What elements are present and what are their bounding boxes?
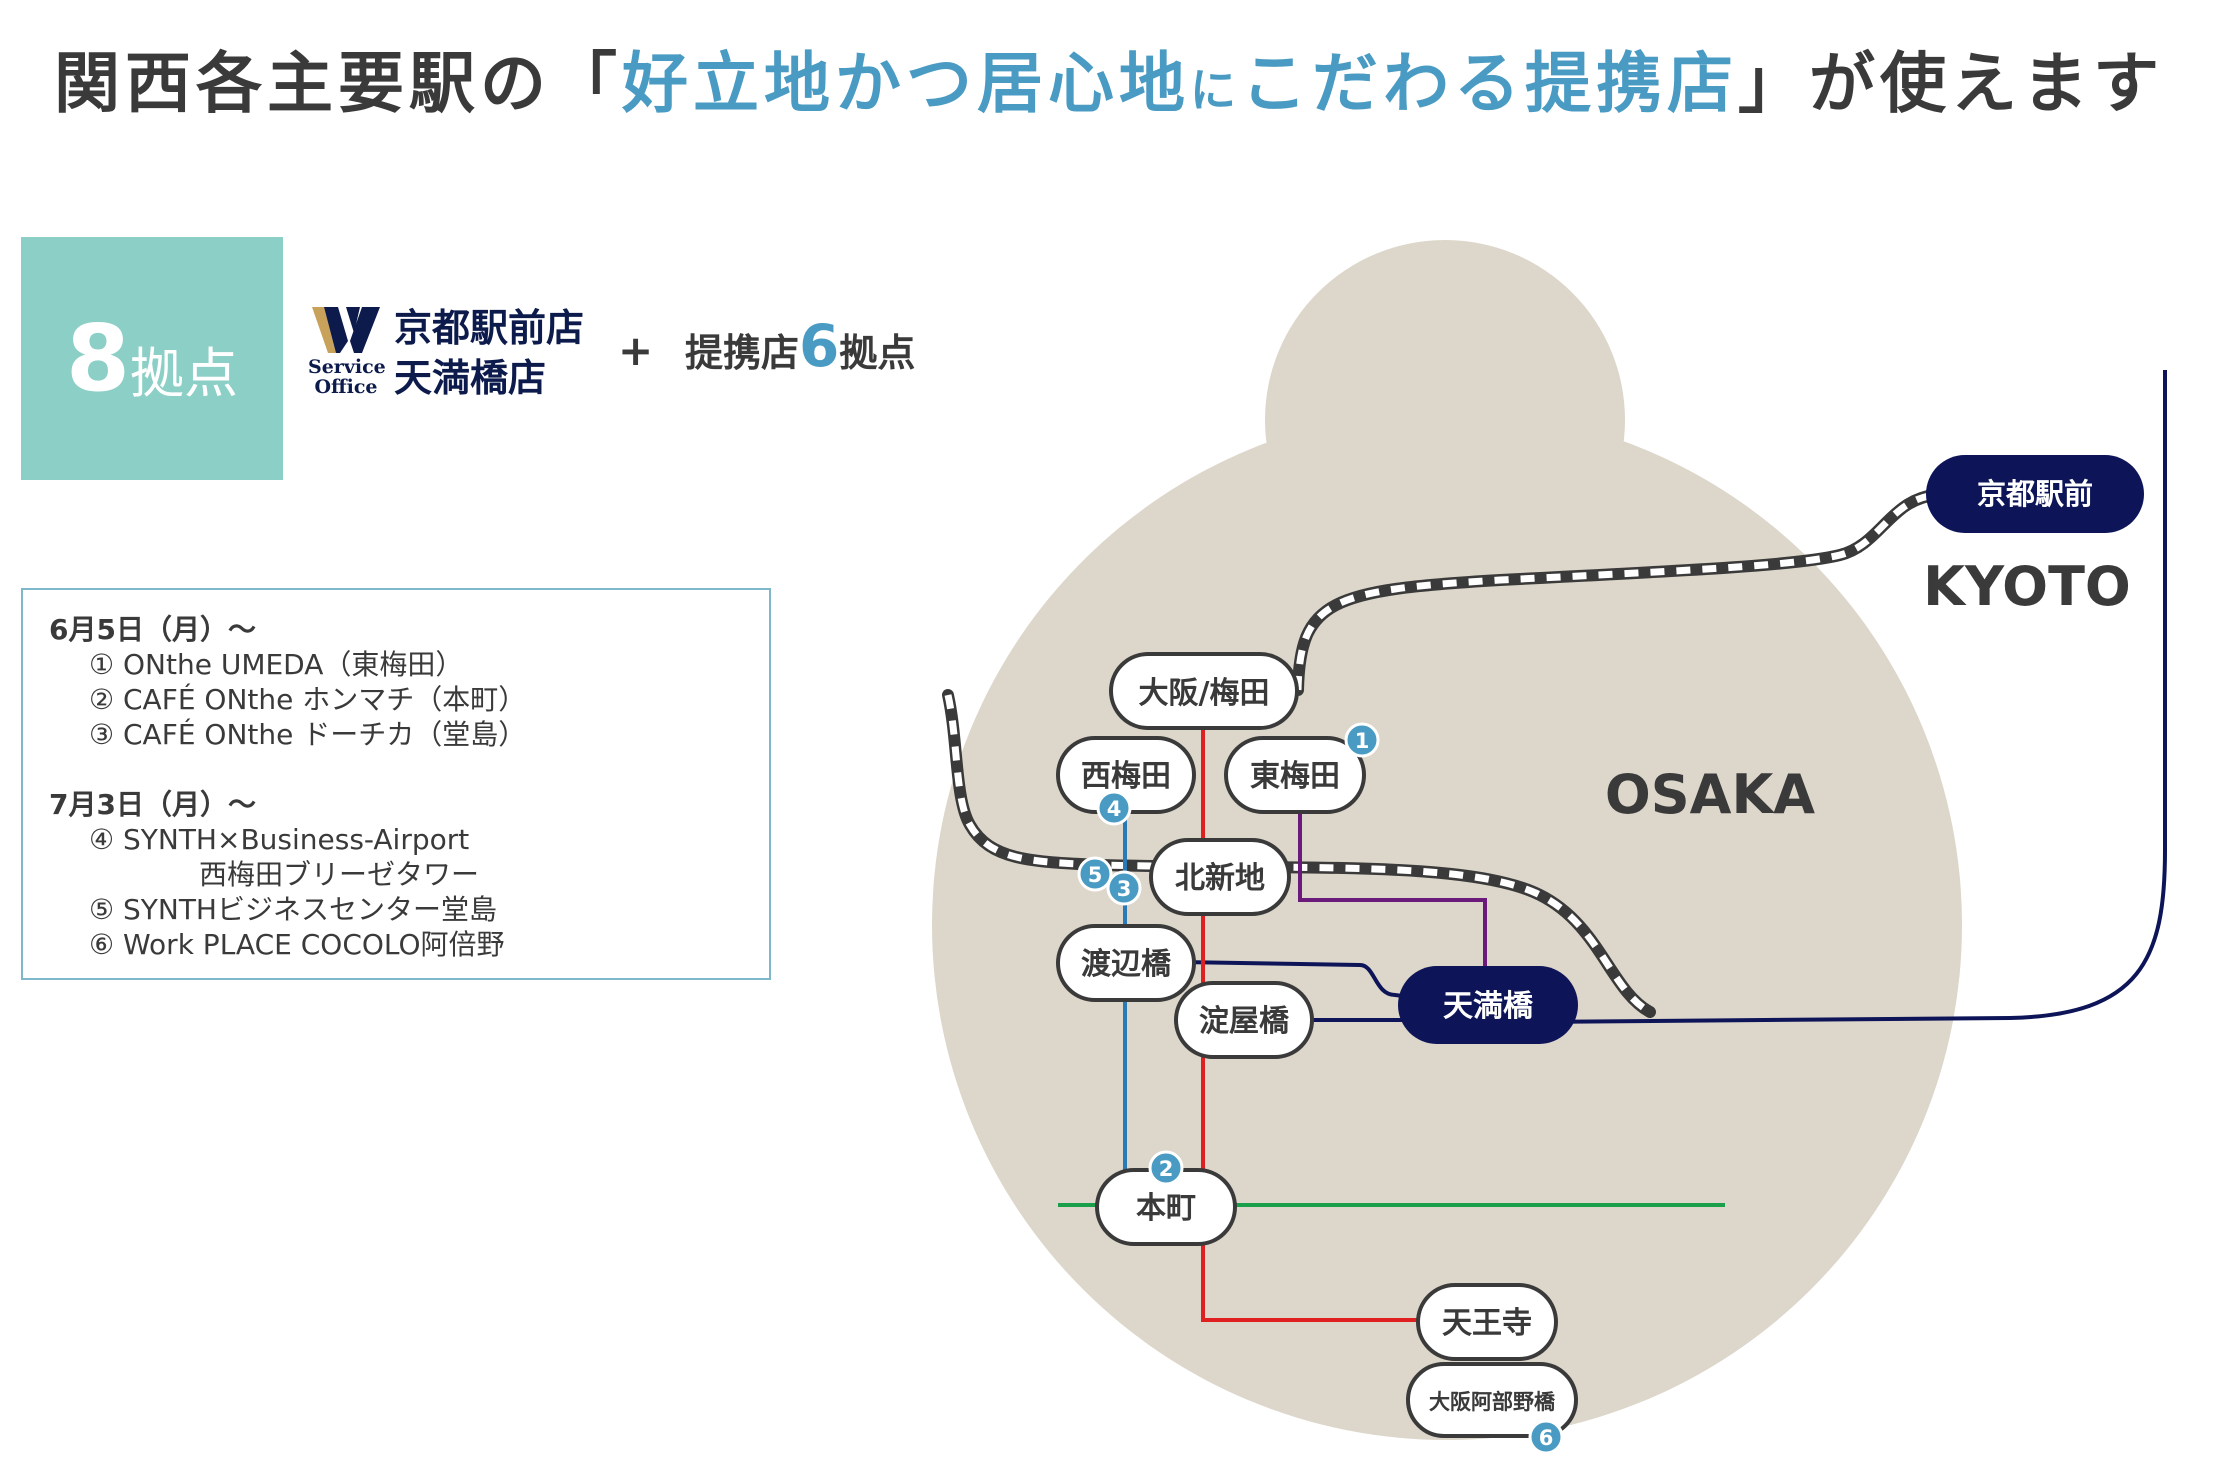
station-osaka-umeda: 大阪/梅田 <box>1109 652 1299 730</box>
station-kitashinchi: 北新地 <box>1149 838 1291 916</box>
partner-count-number: 6 <box>799 312 840 380</box>
partner-schedule-box: 6月5日（月）～ ① ONthe UMEDA（東梅田） ② CAFÉ ONthe… <box>21 588 771 980</box>
branch-kyoto: 京都駅前店 <box>394 306 585 350</box>
kyoto-label: KYOTO <box>1923 555 2131 618</box>
partner-item-1: ① ONthe UMEDA（東梅田） <box>89 648 464 681</box>
partner-count: 提携店6拠点 <box>685 312 915 380</box>
location-count-unit: 拠点 <box>130 342 238 405</box>
marker-2-label: 2 <box>1159 1157 1174 1181</box>
service-office-logo-icon <box>312 307 380 353</box>
station-kitashinchi-label: 北新地 <box>1175 861 1265 896</box>
headline-prefix: 関西各主要駅の「 <box>54 45 622 122</box>
marker-6 <box>1528 1419 1564 1455</box>
service-office-text: Service Office <box>308 356 386 398</box>
partner-suffix: 拠点 <box>839 331 916 375</box>
headline-highlight-particle: に <box>1190 63 1241 117</box>
marker-1-label: 1 <box>1355 729 1370 753</box>
purple-line <box>1298 805 1487 985</box>
schedule-date-2: 7月3日（月）～ <box>49 788 256 821</box>
office-text: Office <box>314 376 378 398</box>
headline-suffix: 」が使えます <box>1738 45 2164 122</box>
station-yodoyabashi: 淀屋橋 <box>1174 981 1314 1059</box>
station-tennoji: 天王寺 <box>1416 1283 1558 1361</box>
partner-item-5: ⑤ SYNTHビジネスセンター堂島 <box>89 893 497 926</box>
station-osaka-abenobashi-label: 大阪阿部野橋 <box>1429 1390 1556 1414</box>
page-headline: 関西各主要駅の「好立地かつ居心地にこだわる提携店」が使えます <box>0 30 2218 126</box>
station-osaka-umeda-label: 大阪/梅田 <box>1139 676 1270 711</box>
marker-6-label: 6 <box>1539 1426 1554 1450</box>
partner-item-4-sub: 西梅田ブリーゼタワー <box>199 858 480 891</box>
station-yodoyabashi-label: 淀屋橋 <box>1199 1004 1290 1039</box>
marker-5-label: 5 <box>1088 863 1103 887</box>
marker-2 <box>1148 1150 1184 1186</box>
schedule-date-1: 6月5日（月）～ <box>49 613 256 646</box>
station-tennoji-label: 天王寺 <box>1442 1306 1532 1341</box>
station-osaka-abenobashi: 大阪阿部野橋 <box>1406 1362 1578 1438</box>
station-honmachi: 本町 <box>1095 1168 1237 1246</box>
partner-item-2: ② CAFÉ ONthe ホンマチ（本町） <box>89 683 527 716</box>
station-higashiumeda: 東梅田 <box>1224 736 1366 814</box>
marker-4-label: 4 <box>1107 797 1122 821</box>
partner-prefix: 提携店 <box>685 331 800 375</box>
station-kyoto-ekimae: 京都駅前 <box>1926 455 2144 533</box>
location-count-number: 8 <box>65 305 130 412</box>
station-tenmabashi: 天満橋 <box>1398 966 1578 1044</box>
service-office-logo: Service Office <box>308 303 386 403</box>
headline-highlight-part2: こだわる提携店 <box>1241 45 1738 122</box>
station-nishiumeda-label: 西梅田 <box>1081 759 1171 794</box>
station-nishiumeda: 西梅田 <box>1056 736 1196 814</box>
marker-3 <box>1106 870 1142 906</box>
station-tenmabashi-label: 天満橋 <box>1443 989 1534 1024</box>
partner-item-3: ③ CAFÉ ONthe ドーチカ（堂島） <box>89 718 527 751</box>
station-higashiumeda-label: 東梅田 <box>1250 759 1340 794</box>
navy-line <box>1179 370 2167 1024</box>
station-kyoto-ekimae-label: 京都駅前 <box>1977 477 2093 511</box>
red-line <box>1201 720 1420 1322</box>
headline-highlight-part1: 好立地かつ居心地 <box>622 45 1190 122</box>
marker-4 <box>1096 790 1132 826</box>
partner-item-6: ⑥ Work PLACE COCOLO阿倍野 <box>89 928 505 961</box>
service-text: Service <box>308 356 386 378</box>
partner-item-4: ④ SYNTH×Business-Airport <box>89 823 470 856</box>
station-watanabebashi-label: 渡辺橋 <box>1081 947 1172 982</box>
marker-1 <box>1344 722 1380 758</box>
marker-3-label: 3 <box>1117 877 1132 901</box>
marker-5 <box>1077 856 1113 892</box>
plus-sign: + <box>618 326 654 375</box>
location-count-box: 8 拠点 <box>21 237 283 480</box>
station-watanabebashi: 渡辺橋 <box>1056 924 1196 1002</box>
headline-highlight: 好立地かつ居心地にこだわる提携店 <box>622 45 1738 122</box>
osaka-label: OSAKA <box>1605 763 1815 826</box>
station-honmachi-label: 本町 <box>1136 1191 1196 1226</box>
branch-tenmabashi: 天満橋店 <box>394 356 547 400</box>
